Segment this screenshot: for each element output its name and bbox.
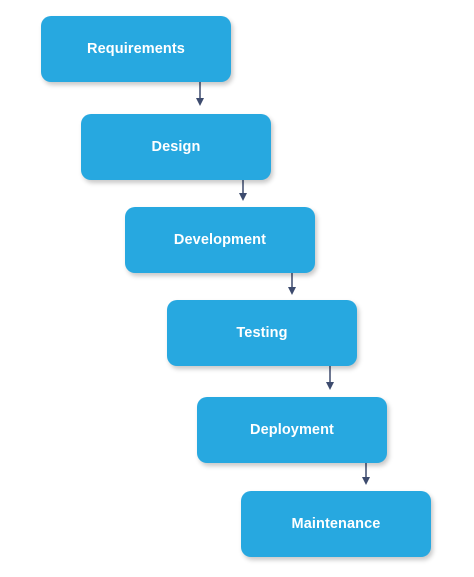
step-label: Requirements <box>87 41 185 57</box>
down-arrow-icon <box>196 82 204 106</box>
step-label: Development <box>173 232 267 248</box>
step-label: Testing <box>236 325 288 341</box>
step-requirements: Requirements <box>41 16 231 82</box>
step-deployment: Deployment <box>197 397 387 463</box>
down-arrow-icon <box>362 463 370 485</box>
step-development: Development <box>125 207 315 273</box>
down-arrow-icon <box>288 273 296 295</box>
step-maintenance: Maintenance <box>241 491 431 557</box>
step-testing: Testing <box>167 300 357 366</box>
step-label: Maintenance <box>291 516 381 532</box>
step-label: Deployment <box>250 422 334 438</box>
step-label: Design <box>151 139 201 155</box>
step-design: Design <box>81 114 271 180</box>
down-arrow-icon <box>239 180 247 201</box>
down-arrow-icon <box>326 366 334 390</box>
